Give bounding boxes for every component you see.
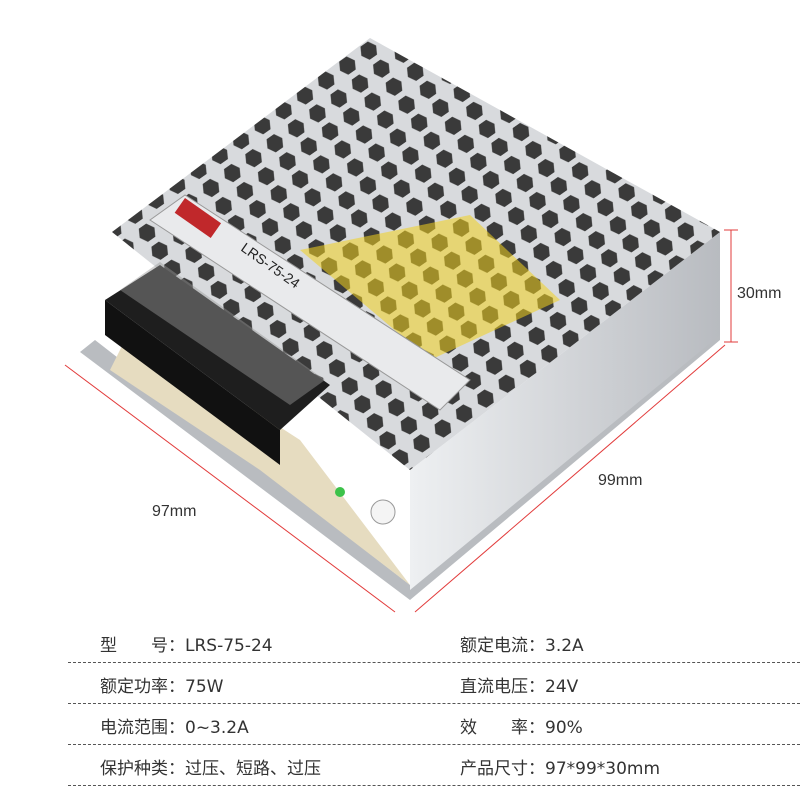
height-dimension: 30mm	[737, 285, 782, 302]
capacitor	[300, 215, 560, 360]
dimension-lines	[64, 229, 738, 613]
side-panel	[410, 232, 720, 590]
spec-current-range: 电流范围：0~3.2A	[100, 718, 249, 738]
spec-row: 额定功率：75W 直流电压：24V	[68, 663, 800, 704]
brand-logo	[174, 198, 222, 238]
spec-row: 保护种类：过压、短路、过压 产品尺寸：97*99*30mm	[68, 745, 800, 786]
spec-protection: 保护种类：过压、短路、过压	[100, 759, 321, 779]
voltage-adjust-knob	[370, 499, 396, 525]
depth-dimension: 97mm	[152, 503, 197, 520]
terminal-cover	[120, 262, 325, 405]
spec-size: 产品尺寸：97*99*30mm	[460, 759, 661, 779]
terminal-block	[105, 265, 330, 430]
spec-row: 型 号：LRS-75-24 额定电流：3.2A	[68, 622, 800, 663]
led-indicator	[335, 487, 345, 497]
spec-model: 型 号：LRS-75-24	[100, 636, 273, 656]
power-supply-photo: LRS-75-24	[64, 38, 738, 613]
spec-rated-current: 额定电流：3.2A	[460, 636, 584, 656]
spec-efficiency: 效 率：90%	[460, 718, 583, 738]
spec-rated-power: 额定功率：75W	[100, 677, 224, 697]
spec-row: 电流范围：0~3.2A 效 率：90%	[68, 704, 800, 745]
spec-dc-voltage: 直流电压：24V	[460, 677, 579, 697]
width-dimension: 99mm	[598, 472, 643, 489]
spec-table: 型 号：LRS-75-24 额定电流：3.2A 额定功率：75W 直流电压：24…	[0, 622, 800, 786]
